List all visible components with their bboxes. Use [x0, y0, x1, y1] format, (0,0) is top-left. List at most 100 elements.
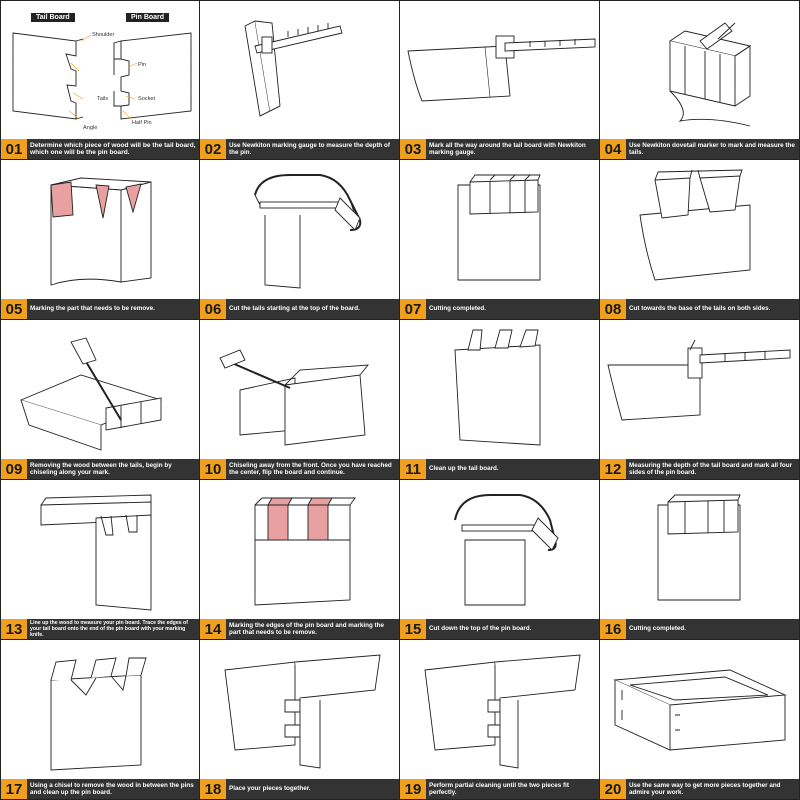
step-04-text: Use Newkiton dovetail marker to mark and…	[629, 141, 795, 156]
step-01-number: 01	[1, 139, 27, 159]
step-20-number: 20	[600, 779, 626, 799]
step-10-number: 10	[200, 459, 226, 479]
step-03-panel: 03 Mark all the way around the tail boar…	[400, 0, 600, 160]
step-08-caption: 08 Cut towards the base of the tails on …	[600, 299, 799, 319]
step-02-text: Use Newkiton marking gauge to measure th…	[229, 141, 390, 156]
step-05-number: 05	[1, 299, 27, 319]
label-half-pin: Half Pin	[132, 120, 152, 126]
step-19-caption: 19 Perform partial cleaning until the tw…	[400, 779, 599, 799]
step-07-number: 07	[400, 299, 426, 319]
step-18-caption: 18 Place your pieces together.	[200, 779, 399, 799]
label-angle: Angle	[83, 125, 98, 131]
step-16-number: 16	[600, 619, 626, 639]
step-20-panel: 20 Use the same way to get more pieces t…	[600, 640, 800, 800]
step-07-text: Cutting completed.	[429, 305, 487, 313]
step-14-illustration	[200, 480, 399, 620]
step-01-panel: Tail Board Pin Board Shoulder Pin Tails …	[0, 0, 200, 160]
step-20-illustration	[600, 640, 799, 780]
step-09-illustration	[1, 320, 199, 460]
step-15-panel: 15 Cut down the top of the pin board.	[400, 480, 600, 640]
step-11-illustration	[400, 320, 599, 460]
step-03-illustration	[400, 1, 599, 141]
step-08-number: 08	[600, 299, 626, 319]
step-17-panel: 17 Using a chisel to remove the wood in …	[0, 640, 200, 800]
step-04-caption: 04 Use Newkiton dovetail marker to mark …	[600, 139, 799, 159]
step-05-illustration	[1, 160, 199, 300]
step-19-text: Perform partial cleaning until the two p…	[429, 781, 569, 796]
step-09-panel: 09 Removing the wood between the tails, …	[0, 320, 200, 480]
step-12-caption: 12 Measuring the depth of the tail board…	[600, 459, 799, 479]
step-01-illustration: Tail Board Pin Board Shoulder Pin Tails …	[1, 1, 199, 141]
step-12-illustration	[600, 320, 799, 460]
step-03-number: 03	[400, 139, 426, 159]
step-08-panel: 08 Cut towards the base of the tails on …	[600, 160, 800, 320]
step-11-panel: 11 Clean up the tail board.	[400, 320, 600, 480]
step-10-caption: 10 Chiseling away from the front. Once y…	[200, 459, 399, 479]
step-06-text: Cut the tails starting at the top of the…	[229, 305, 360, 313]
step-12-number: 12	[600, 459, 626, 479]
step-02-caption: 02 Use Newkiton marking gauge to measure…	[200, 139, 399, 159]
step-09-number: 09	[1, 459, 27, 479]
step-01-caption: 01 Determine which piece of wood will be…	[1, 139, 199, 159]
step-13-caption: 13 Line up the wood to measure your pin …	[1, 619, 199, 639]
step-13-illustration	[1, 480, 199, 620]
step-11-caption: 11 Clean up the tail board.	[400, 459, 599, 479]
step-17-text: Using a chisel to remove the wood in bet…	[30, 781, 194, 796]
step-15-number: 15	[400, 619, 426, 639]
step-08-text: Cut towards the base of the tails on bot…	[629, 305, 771, 313]
step-13-panel: 13 Line up the wood to measure your pin …	[0, 480, 200, 640]
step-06-panel: 06 Cut the tails starting at the top of …	[200, 160, 400, 320]
step-03-caption: 03 Mark all the way around the tail boar…	[400, 139, 599, 159]
step-05-caption: 05 Marking the part that needs to be rem…	[1, 299, 199, 319]
step-16-caption: 16 Cutting completed.	[600, 619, 799, 639]
step-13-number: 13	[1, 619, 27, 639]
step-04-number: 04	[600, 139, 626, 159]
step-14-caption: 14 Marking the edges of the pin board an…	[200, 619, 399, 639]
step-05-text: Marking the part that needs to be remove…	[30, 305, 155, 313]
step-04-illustration	[600, 1, 799, 141]
step-20-text: Use the same way to get more pieces toge…	[629, 781, 781, 796]
step-16-illustration	[600, 480, 799, 620]
step-17-number: 17	[1, 779, 27, 799]
step-19-illustration	[400, 640, 599, 780]
step-03-text: Mark all the way around the tail board w…	[429, 141, 586, 156]
step-12-text: Measuring the depth of the tail board an…	[629, 461, 793, 476]
step-12-panel: 12 Measuring the depth of the tail board…	[600, 320, 800, 480]
step-15-text: Cut down the top of the pin board.	[429, 625, 532, 633]
label-socket: Socket	[138, 96, 156, 102]
step-07-caption: 07 Cutting completed.	[400, 299, 599, 319]
step-13-text: Line up the wood to measure your pin boa…	[30, 620, 188, 638]
step-10-illustration	[200, 320, 399, 460]
step-10-panel: 10 Chiseling away from the front. Once y…	[200, 320, 400, 480]
step-06-number: 06	[200, 299, 226, 319]
step-07-panel: 07 Cutting completed.	[400, 160, 600, 320]
step-02-panel: 02 Use Newkiton marking gauge to measure…	[200, 0, 400, 160]
step-01-text: Determine which piece of wood will be th…	[30, 141, 196, 156]
step-10-text: Chiseling away from the front. Once you …	[229, 461, 392, 476]
step-09-caption: 09 Removing the wood between the tails, …	[1, 459, 199, 479]
step-18-illustration	[200, 640, 399, 780]
step-20-caption: 20 Use the same way to get more pieces t…	[600, 779, 799, 799]
step-02-illustration	[200, 1, 399, 141]
step-06-caption: 06 Cut the tails starting at the top of …	[200, 299, 399, 319]
step-18-panel: 18 Place your pieces together.	[200, 640, 400, 800]
step-15-caption: 15 Cut down the top of the pin board.	[400, 619, 599, 639]
step-16-panel: 16 Cutting completed.	[600, 480, 800, 640]
step-17-caption: 17 Using a chisel to remove the wood in …	[1, 779, 199, 799]
step-02-number: 02	[200, 139, 226, 159]
step-08-illustration	[600, 160, 799, 300]
step-19-number: 19	[400, 779, 426, 799]
step-11-text: Clean up the tail board.	[429, 465, 499, 473]
step-14-text: Marking the edges of the pin board and m…	[229, 621, 384, 636]
label-shoulder: Shoulder	[92, 32, 115, 38]
step-06-illustration	[200, 160, 399, 300]
label-tails: Tails	[97, 96, 109, 102]
tail-board-tag: Tail Board	[31, 13, 75, 22]
step-19-panel: 19 Perform partial cleaning until the tw…	[400, 640, 600, 800]
step-14-panel: 14 Marking the edges of the pin board an…	[200, 480, 400, 640]
step-18-text: Place your pieces together.	[229, 785, 311, 793]
step-05-panel: 05 Marking the part that needs to be rem…	[0, 160, 200, 320]
step-14-number: 14	[200, 619, 226, 639]
step-17-illustration	[1, 640, 199, 780]
